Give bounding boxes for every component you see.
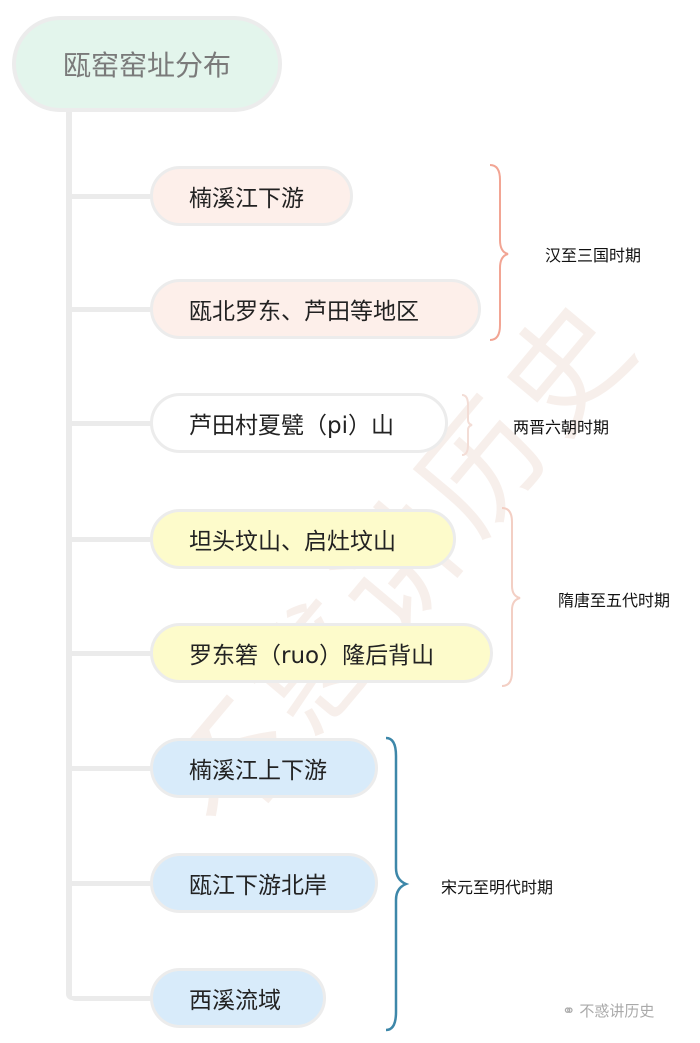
node-nanxi-upper-lower[interactable]: 楠溪江上下游 bbox=[150, 738, 378, 798]
node-xixi-basin[interactable]: 西溪流域 bbox=[150, 968, 326, 1028]
node-lutian-pishan[interactable]: 芦田村夏甓（pi）山 bbox=[150, 393, 448, 453]
period-label-sui-tang: 隋唐至五代时期 bbox=[558, 591, 671, 610]
brace-jin bbox=[461, 394, 473, 456]
watermark-credit: ⚭ 不惑讲历史 bbox=[562, 1000, 654, 1021]
branch-connector bbox=[70, 996, 152, 1001]
node-luodong-ruolong[interactable]: 罗东箬（ruo）隆后背山 bbox=[150, 623, 493, 683]
brace-sui-tang bbox=[501, 507, 521, 687]
branch-connector bbox=[70, 421, 152, 426]
node-oujiang-north[interactable]: 瓯江下游北岸 bbox=[150, 853, 378, 913]
wechat-icon: ⚭ bbox=[562, 1001, 576, 1020]
period-label-han: 汉至三国时期 bbox=[545, 246, 642, 265]
node-oubei-luodong[interactable]: 瓯北罗东、芦田等地区 bbox=[150, 279, 481, 339]
credit-text: 不惑讲历史 bbox=[579, 1002, 655, 1020]
branch-connector bbox=[70, 194, 152, 199]
branch-connector bbox=[70, 881, 152, 886]
root-node[interactable]: 瓯窑窑址分布 bbox=[12, 16, 282, 112]
trunk-connector bbox=[66, 112, 72, 1000]
branch-connector bbox=[70, 537, 152, 542]
branch-connector bbox=[70, 766, 152, 771]
period-label-song-ming: 宋元至明代时期 bbox=[441, 878, 554, 897]
brace-han bbox=[489, 164, 509, 341]
period-label-jin: 两晋六朝时期 bbox=[513, 418, 610, 437]
node-nanxi-lower[interactable]: 楠溪江下游 bbox=[150, 166, 353, 226]
branch-connector bbox=[70, 651, 152, 656]
brace-song-ming bbox=[385, 736, 410, 1032]
node-tantou-fenshan[interactable]: 坦头坟山、启灶坟山 bbox=[150, 509, 456, 569]
branch-connector bbox=[70, 307, 152, 312]
